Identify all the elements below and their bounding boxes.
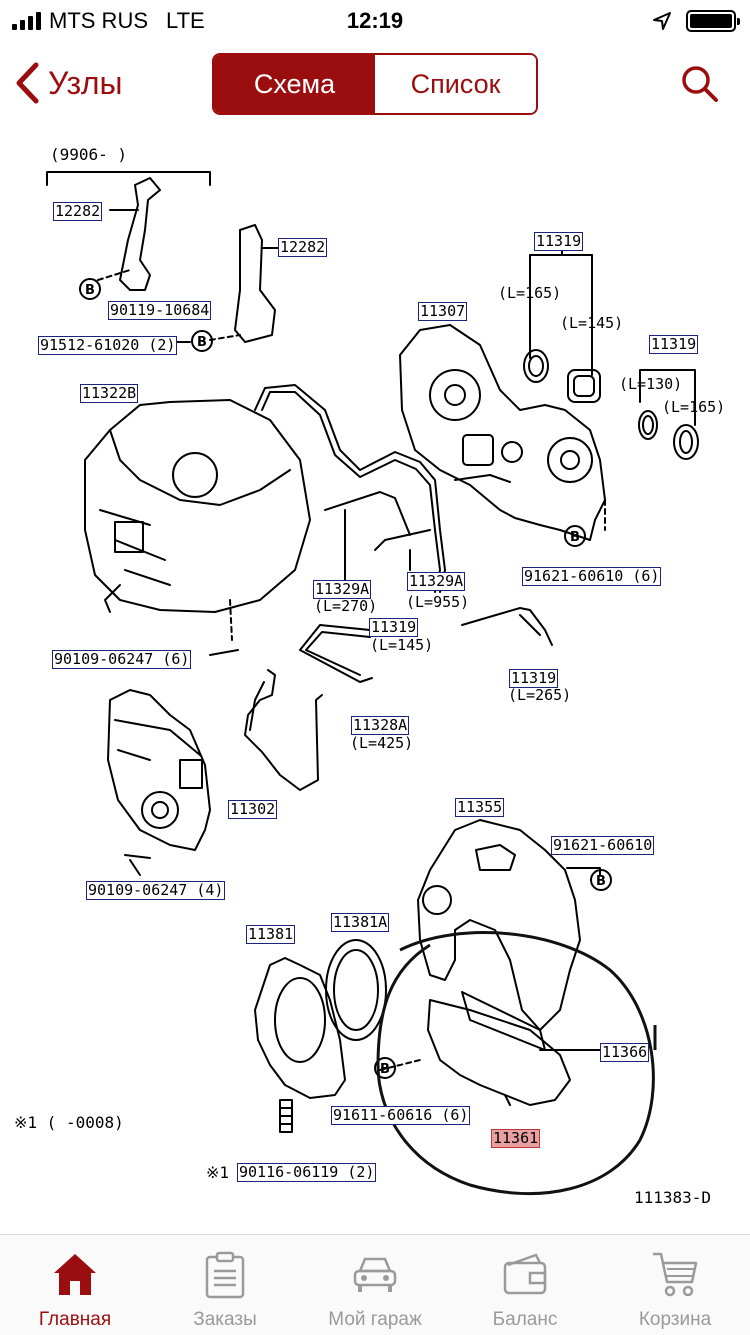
tab-label: Корзина <box>638 1309 712 1330</box>
length-label: (L=165) <box>498 284 562 302</box>
part-90109-06247[interactable]: 90109-06247 (4) <box>86 881 226 900</box>
length-label: (L=145) <box>370 636 434 654</box>
status-time: 12:19 <box>346 8 404 33</box>
tab-label: Баланс <box>492 1309 558 1330</box>
tab-garage[interactable]: Мой гараж <box>300 1235 450 1335</box>
length-label: (L=425) <box>350 734 414 752</box>
part-11366[interactable]: 11366 <box>600 1043 650 1062</box>
part-11319[interactable]: 11319 <box>534 232 584 251</box>
tab-home[interactable]: Главная <box>0 1235 150 1335</box>
view-segmented-control: Схема Список <box>212 53 538 115</box>
search-button[interactable] <box>680 64 720 104</box>
segment-scheme[interactable]: Схема <box>214 55 375 113</box>
parts-diagram: B B B B B (9906- ) (L=165) (L=145) (L=13… <box>0 130 750 1230</box>
length-label: (L=145) <box>560 314 624 332</box>
date-range-label: (9906- ) <box>50 145 128 164</box>
status-bar: MTS RUS LTE 12:19 <box>0 0 750 40</box>
part-11302[interactable]: 11302 <box>228 800 278 819</box>
carrier-name: MTS RUS <box>49 8 148 33</box>
part-11328a[interactable]: 11328A <box>351 716 410 735</box>
part-90119-10684[interactable]: 90119-10684 <box>108 301 212 320</box>
part-12282[interactable]: 12282 <box>278 238 328 257</box>
back-label: Узлы <box>48 64 123 101</box>
svg-text:B: B <box>596 874 606 889</box>
length-label: (L=265) <box>508 686 572 704</box>
part-11381a[interactable]: 11381A <box>331 913 390 932</box>
home-icon <box>54 1254 96 1295</box>
part-11322b[interactable]: 11322B <box>80 384 139 403</box>
part-11319[interactable]: 11319 <box>649 335 699 354</box>
segment-list[interactable]: Список <box>375 55 536 113</box>
clipboard-icon <box>205 1251 245 1299</box>
length-label: (L=955) <box>406 593 470 611</box>
part-11329a[interactable]: 11329A <box>407 572 466 591</box>
part-91611-60616[interactable]: 91611-60616 (6) <box>331 1106 471 1125</box>
part-11319[interactable]: 11319 <box>369 618 419 637</box>
carrier-info: MTS RUS LTE <box>12 8 205 34</box>
length-label: (L=165) <box>662 398 726 416</box>
tab-label: Заказы <box>193 1309 257 1330</box>
network-type: LTE <box>166 8 205 33</box>
diagram-drawing: B B B B B <box>46 171 699 1196</box>
svg-text:B: B <box>85 283 95 298</box>
part-12282[interactable]: 12282 <box>53 202 103 221</box>
diagram-id-label: 111383-D <box>634 1188 712 1207</box>
tab-cart[interactable]: Корзина <box>600 1235 750 1335</box>
tab-orders[interactable]: Заказы <box>150 1235 300 1335</box>
part-11355[interactable]: 11355 <box>455 798 505 817</box>
part-11361-highlighted[interactable]: 11361 <box>491 1129 541 1148</box>
length-label: (L=130) <box>619 375 683 393</box>
search-icon <box>682 66 718 102</box>
part-91621-60610[interactable]: 91621-60610 (6) <box>522 567 662 586</box>
battery-icon <box>686 10 740 32</box>
nav-bar: Узлы Схема Список <box>0 40 750 130</box>
signal-icon <box>12 12 41 30</box>
svg-text:B: B <box>197 335 207 350</box>
tab-balance[interactable]: Баланс <box>450 1235 600 1335</box>
tab-label: Мой гараж <box>328 1309 422 1330</box>
part-11319[interactable]: 11319 <box>509 669 559 688</box>
cart-icon <box>653 1252 698 1297</box>
wallet-icon <box>503 1253 547 1295</box>
back-button[interactable]: Узлы <box>14 62 123 104</box>
part-91512-61020[interactable]: 91512-61020 (2) <box>38 336 178 355</box>
footnote-label: ※1 ( -0008) <box>14 1113 124 1132</box>
svg-text:B: B <box>380 1062 390 1077</box>
part-90116-06119[interactable]: 90116-06119 (2) <box>237 1163 377 1182</box>
part-90109-06247[interactable]: 90109-06247 (6) <box>52 650 192 669</box>
part-11307[interactable]: 11307 <box>418 302 468 321</box>
part-11329a[interactable]: 11329A <box>313 580 372 599</box>
footnote-mark: ※1 <box>206 1163 230 1182</box>
chevron-left-icon <box>16 62 39 104</box>
length-label: (L=270) <box>314 597 378 615</box>
part-91621-60610[interactable]: 91621-60610 <box>551 836 655 855</box>
svg-text:B: B <box>570 530 580 545</box>
location-icon <box>653 12 671 30</box>
tab-bar: Главная Заказы Мой гараж Баланс Корзина <box>0 1234 750 1335</box>
part-11381[interactable]: 11381 <box>246 925 296 944</box>
tab-label: Главная <box>38 1309 112 1330</box>
car-icon <box>353 1257 397 1292</box>
